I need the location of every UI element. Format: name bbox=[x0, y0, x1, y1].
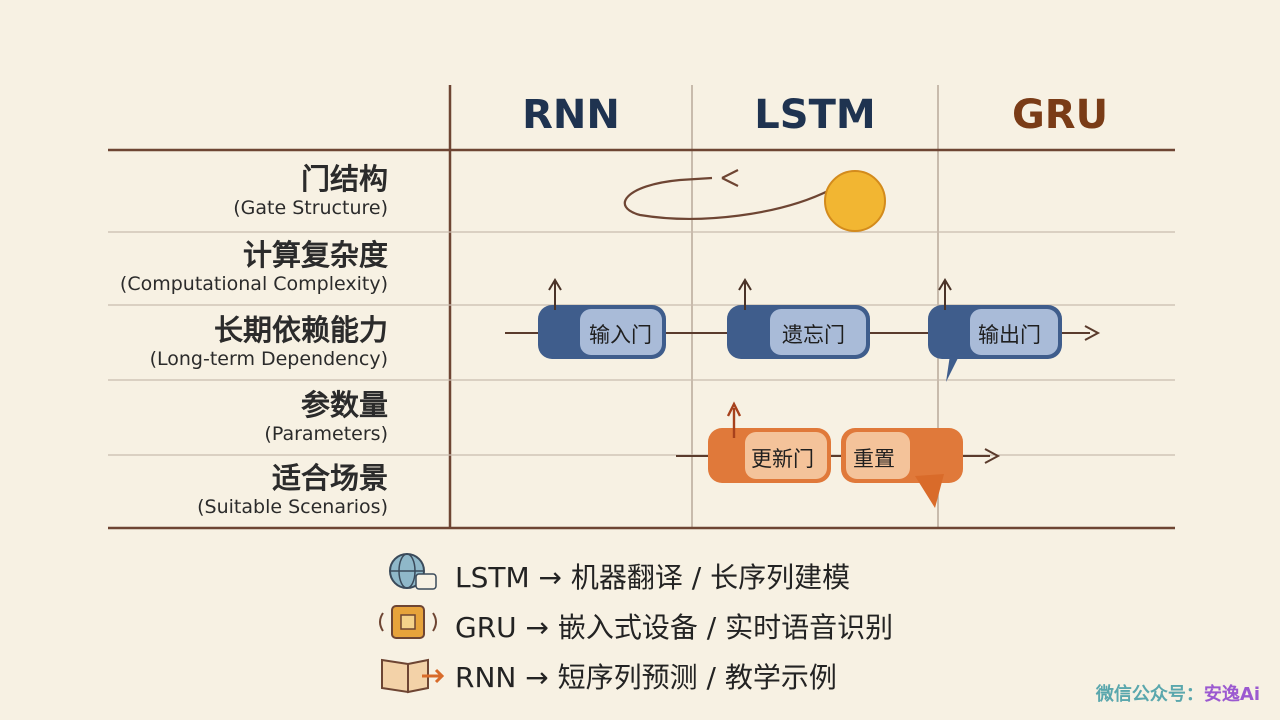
gate-input-face bbox=[580, 309, 662, 355]
gate-output-drip bbox=[946, 355, 958, 382]
loop-arrowhead bbox=[721, 169, 739, 187]
gate-label-forget: 遗忘门 bbox=[782, 323, 845, 347]
row-label-complexity: 计算复杂度 (Computational Complexity) bbox=[100, 238, 388, 296]
up-arrow-update bbox=[726, 401, 742, 438]
gate-label-update: 更新门 bbox=[751, 447, 814, 471]
column-header-rnn: RNN bbox=[522, 92, 620, 138]
blue-chain-arrowhead bbox=[1084, 325, 1101, 341]
summary-rnn: RNN → 短序列预测 / 教学示例 bbox=[455, 661, 837, 694]
gate-label-reset: 重置 bbox=[853, 447, 895, 471]
summary-gru: GRU → 嵌入式设备 / 实时语音识别 bbox=[455, 611, 894, 644]
globe-chat-icon bbox=[389, 553, 437, 590]
watermark-prefix: 微信公众号： bbox=[1095, 684, 1204, 705]
book-arrow-icon bbox=[381, 658, 445, 694]
watermark: 微信公众号：安逸Ai bbox=[1096, 680, 1260, 706]
gate-reset-drip bbox=[915, 474, 944, 508]
row-label-gate-structure: 门结构 (Gate Structure) bbox=[100, 162, 388, 220]
recurrent-loop bbox=[623, 176, 831, 220]
up-arrow-input bbox=[548, 278, 562, 310]
up-arrow-output bbox=[938, 278, 952, 310]
up-arrow-forget bbox=[738, 278, 752, 310]
gate-update-face bbox=[745, 432, 827, 479]
summary-lstm: LSTM → 机器翻译 / 长序列建模 bbox=[455, 561, 851, 594]
gate-output-face bbox=[970, 309, 1058, 355]
column-header-lstm: LSTM bbox=[754, 92, 876, 138]
row-label-en: (Suitable Scenarios) bbox=[197, 496, 388, 518]
row-label-en: (Gate Structure) bbox=[233, 197, 388, 219]
row-label-en: (Long-term Dependency) bbox=[149, 348, 388, 370]
gate-label-input: 输入门 bbox=[589, 323, 652, 347]
chip-icon bbox=[379, 605, 437, 639]
row-label-en: (Parameters) bbox=[264, 423, 388, 445]
row-label-zh: 参数量 bbox=[300, 388, 388, 422]
gate-label-output: 输出门 bbox=[978, 323, 1041, 347]
row-label-parameters: 参数量 (Parameters) bbox=[100, 388, 388, 446]
sun-icon bbox=[824, 170, 886, 232]
orange-chain-arrowhead bbox=[984, 448, 1001, 464]
row-label-zh: 计算复杂度 bbox=[242, 238, 388, 272]
gate-reset-face bbox=[846, 432, 910, 479]
row-label-en: (Computational Complexity) bbox=[119, 273, 388, 295]
column-header-gru: GRU bbox=[1011, 92, 1109, 138]
row-label-zh: 适合场景 bbox=[271, 461, 388, 495]
gate-forget-face bbox=[770, 309, 866, 355]
watermark-brand: 安逸Ai bbox=[1203, 684, 1260, 705]
row-label-scenarios: 适合场景 (Suitable Scenarios) bbox=[100, 461, 388, 519]
row-label-zh: 门结构 bbox=[300, 162, 388, 196]
row-label-long-term: 长期依赖能力 (Long-term Dependency) bbox=[100, 313, 388, 371]
row-label-zh: 长期依赖能力 bbox=[213, 313, 388, 347]
